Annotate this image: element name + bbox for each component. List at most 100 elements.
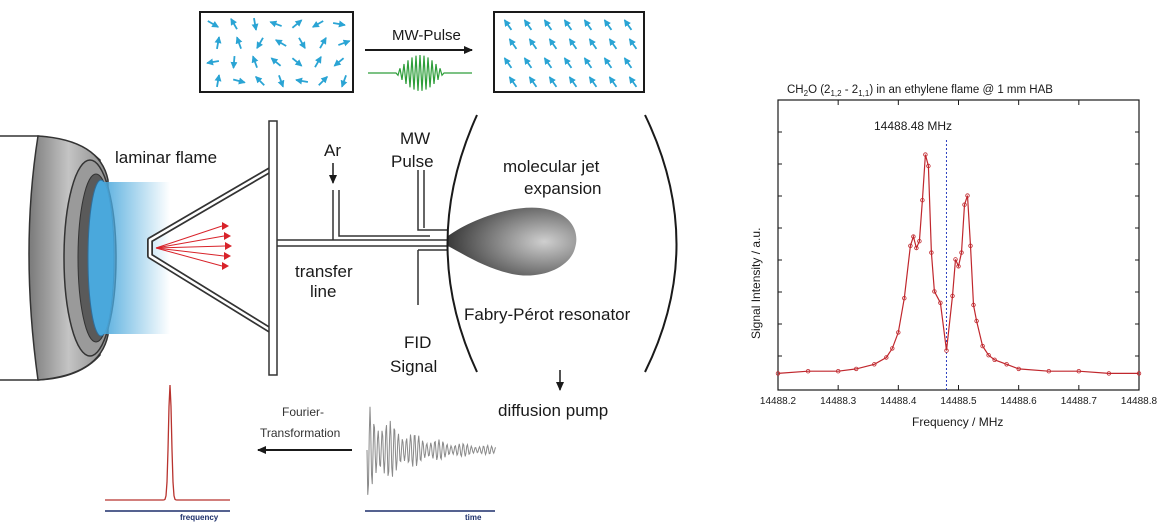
aligned-dipole-arrow <box>503 19 513 31</box>
chart-data-point <box>911 234 916 239</box>
sampling-ray-tip <box>222 262 229 270</box>
laminar-flame-label: laminar flame <box>115 148 217 167</box>
mw-pulse-label: MW-Pulse <box>392 27 461 44</box>
random-dipole-arrows <box>206 17 351 88</box>
aligned-dipole-arrow <box>548 76 558 88</box>
burner <box>0 135 117 381</box>
aligned-dipole-arrows <box>503 19 638 88</box>
random-dipole-arrow <box>274 39 287 47</box>
transfer-line <box>277 170 449 305</box>
aligned-dipole-arrow <box>523 57 533 69</box>
sampling-ray-tip <box>224 252 231 260</box>
random-dipole-arrow <box>230 17 238 30</box>
chart-data-point <box>932 289 937 294</box>
random-dipole-arrow <box>214 74 222 88</box>
aligned-dipole-arrow <box>583 57 593 69</box>
diffusion-pump-label: diffusion pump <box>498 401 608 420</box>
time-axis-label: time <box>465 513 482 522</box>
fourier-label-1: Fourier- <box>282 405 324 419</box>
random-dipole-arrow <box>311 20 324 28</box>
chart-data-point <box>890 346 895 351</box>
chart-data-point <box>992 357 997 362</box>
aligned-dipole-arrow <box>588 38 598 50</box>
chart-data-point <box>974 318 979 324</box>
chart-x-tick-label: 14488.2 <box>760 396 797 407</box>
chart-data-point <box>959 250 964 255</box>
molecular-jet-label-2: expansion <box>524 179 602 198</box>
aligned-dipole-arrow <box>508 76 518 88</box>
random-dipole-arrow <box>340 75 348 88</box>
random-dipole-arrow <box>298 37 306 50</box>
aligned-dipole-arrow <box>563 57 573 69</box>
random-dipole-arrow <box>333 57 345 67</box>
aligned-dipole-arrow <box>623 19 633 31</box>
chart-data-point <box>986 353 991 358</box>
chart-x-tick-label: 14488.7 <box>1061 396 1098 407</box>
aligned-dipole-arrow <box>528 38 538 50</box>
chart-x-tick-label: 14488.8 <box>1121 396 1158 407</box>
chart-data-point <box>896 330 901 335</box>
frequency-axis-label: frequency <box>180 513 219 522</box>
chart-data-point <box>962 202 967 207</box>
random-dipole-arrow <box>332 20 346 28</box>
chart-data-point <box>965 193 970 198</box>
sampling-ray <box>155 247 223 267</box>
chart-data-point <box>1136 371 1142 376</box>
chart-data-point <box>854 366 859 372</box>
sampling-ray <box>155 245 226 249</box>
chart-data-point <box>1076 369 1081 374</box>
chart-data-point <box>914 245 919 251</box>
aligned-dipole-arrow <box>563 19 573 31</box>
chart-x-tick-label: 14488.3 <box>820 396 857 407</box>
random-dipole-arrow <box>277 75 285 88</box>
random-dipole-arrow <box>314 55 322 68</box>
chart-x-tick-label: 14488.5 <box>940 396 977 407</box>
resonator-mirror-right <box>644 114 678 373</box>
random-dipole-arrow <box>338 39 351 47</box>
random-dipole-arrow <box>291 19 303 29</box>
aligned-dipole-arrow <box>608 76 618 88</box>
aligned-dipole-arrow <box>568 76 578 88</box>
random-dipole-arrow <box>214 36 222 50</box>
chart-data-point <box>971 302 976 308</box>
random-dipole-arrow <box>235 36 243 49</box>
chart-series-points <box>775 152 1142 376</box>
chart-data-point <box>923 152 928 157</box>
resonator-label: Fabry-Pérot resonator <box>464 305 631 324</box>
chart-data-point <box>929 250 934 255</box>
aligned-dipole-arrow <box>628 76 638 88</box>
experimental-setup: laminar flame Ar MW Pulse transfer line … <box>0 114 678 420</box>
chart-title: CH2O (21,2 - 21,1) in an ethylene flame … <box>787 84 1053 98</box>
random-dipole-arrow <box>269 20 282 28</box>
chart-series-line <box>777 154 1139 374</box>
fid-trace <box>366 406 497 495</box>
random-dipole-arrow <box>206 58 220 66</box>
chart-data-point <box>953 257 958 262</box>
chart-data-point <box>980 343 985 349</box>
molecular-jet <box>448 207 577 276</box>
transfer-line-label-1: transfer <box>295 262 353 281</box>
aligned-dipole-arrow <box>568 38 578 50</box>
chart-data-point <box>1004 362 1009 367</box>
aligned-dipole-arrow <box>583 19 593 31</box>
random-dipole-arrow <box>270 57 282 67</box>
sampling-ray <box>155 225 223 249</box>
chart-plot-area <box>777 99 1140 391</box>
chart-data-point <box>920 197 925 203</box>
dipole-panel: MW-Pulse <box>199 11 645 93</box>
transfer-line-label-2: line <box>310 282 336 301</box>
chart-data-point <box>872 362 877 367</box>
aligned-dipole-arrow <box>543 19 553 31</box>
random-dipole-arrow <box>319 36 327 49</box>
random-dipole-arrow <box>318 76 328 86</box>
random-dipole-arrow <box>251 17 259 31</box>
chart-data-point <box>775 371 781 376</box>
chart-data-point <box>950 293 955 299</box>
chart-data-point <box>884 355 889 360</box>
aligned-dipole-arrow <box>548 38 558 50</box>
random-dipole-arrow <box>255 76 265 86</box>
aligned-dipole-arrow <box>528 76 538 88</box>
chart-data-point <box>836 369 841 374</box>
